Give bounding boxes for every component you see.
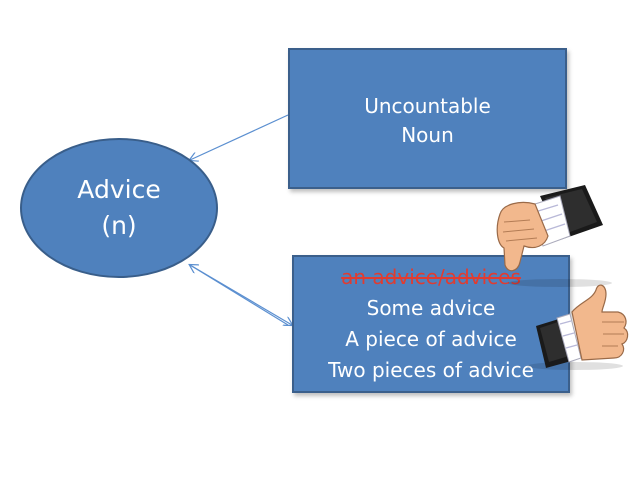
advice-node-word: Advice — [77, 175, 161, 204]
uncountable-label: Uncountable — [364, 94, 491, 118]
noun-label: Noun — [401, 123, 454, 147]
correct-usage-some: Some advice — [366, 296, 496, 320]
usage-box: an advice/advices Some advice A piece of… — [292, 255, 570, 393]
correct-usage-a-piece: A piece of advice — [345, 327, 517, 351]
connector-top — [190, 114, 289, 160]
uncountable-noun-box: Uncountable Noun — [288, 48, 567, 189]
advice-node: Advice (n) — [20, 138, 218, 278]
correct-usage-two-pieces: Two pieces of advice — [328, 358, 534, 382]
connector-bottom-end — [189, 264, 292, 325]
advice-node-pos: (n) — [101, 211, 137, 240]
incorrect-usage: an advice/advices — [341, 265, 521, 289]
